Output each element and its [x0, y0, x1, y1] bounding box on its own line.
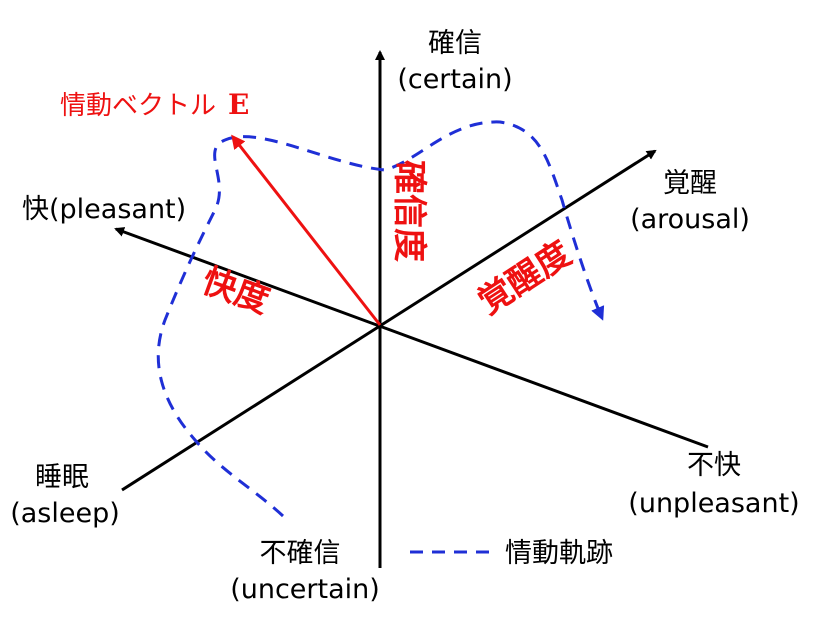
pleasure-dimension-label: 快度	[197, 261, 275, 322]
label-certain-jp: 確信	[428, 28, 482, 59]
vector-label: 情動ベクトル E	[60, 88, 249, 121]
label-arousal-jp: 覚醒	[663, 168, 717, 199]
label-unpleasant-en: (unpleasant)	[628, 488, 799, 519]
label-pleasant: 快(pleasant)	[22, 194, 186, 225]
arousal-axis	[121, 149, 657, 492]
label-pleasant-jp: 快	[22, 194, 49, 225]
legend-label: 情動軌跡	[505, 538, 613, 569]
label-unpleasant-jp: 不快	[687, 450, 741, 481]
emotion-vector	[231, 134, 382, 326]
label-pleasant-en: (pleasant)	[49, 194, 186, 225]
label-asleep-en: (asleep)	[10, 498, 120, 529]
pleasure-axis	[114, 227, 709, 449]
label-arousal-en: (arousal)	[630, 204, 750, 235]
label-uncertain-jp: 不確信	[260, 538, 341, 569]
label-certain-en: (certain)	[397, 64, 512, 95]
arousal-dimension-label: 覚醒度	[471, 233, 578, 322]
vector-label-text: 情動ベクトル	[60, 91, 216, 121]
certainty-dimension-label: 確信度	[389, 160, 429, 262]
vector-symbol: E	[228, 88, 249, 121]
label-uncertain-en: (uncertain)	[230, 574, 380, 605]
label-asleep-jp: 睡眠	[35, 462, 89, 493]
